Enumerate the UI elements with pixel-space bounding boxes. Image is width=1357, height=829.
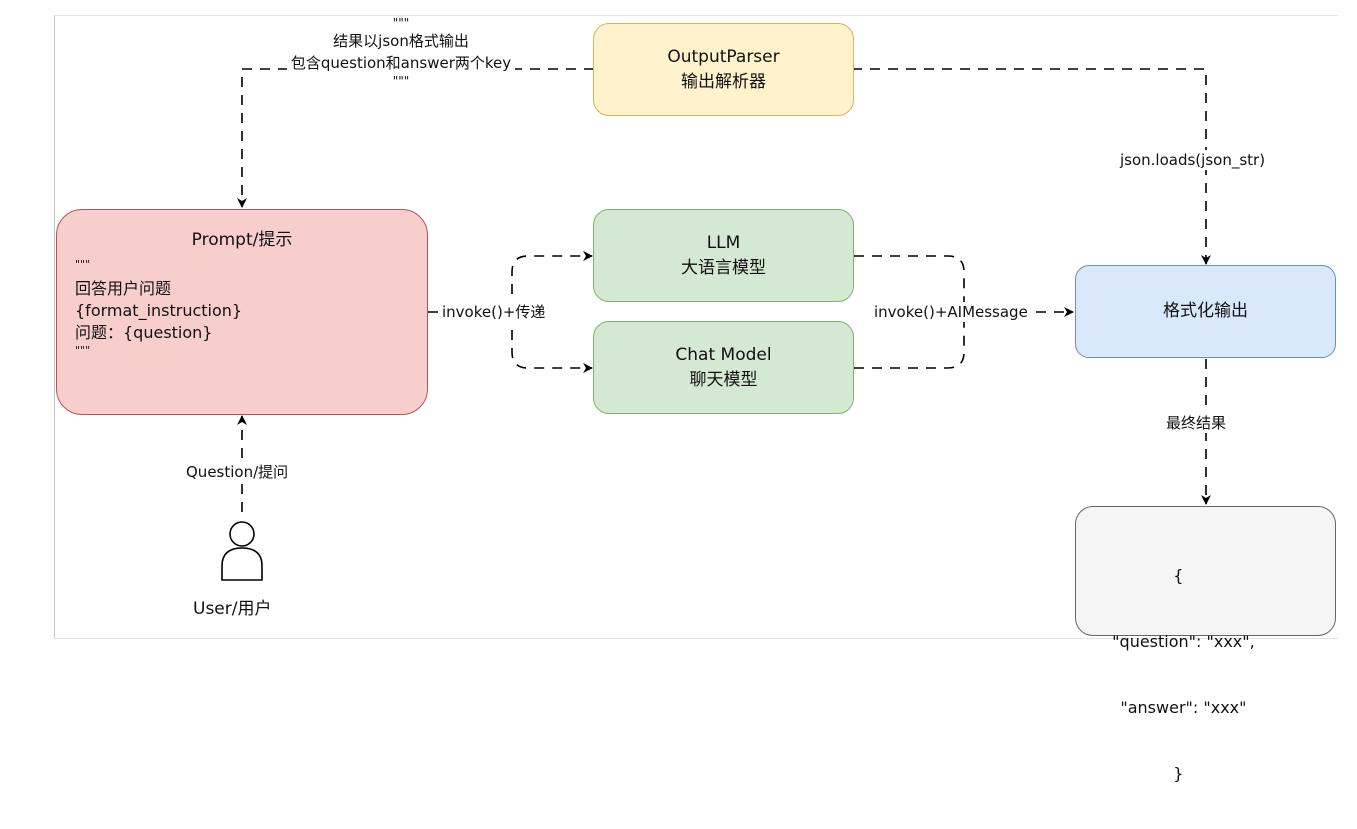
node-chat-model-line1: Chat Model xyxy=(675,344,772,365)
node-output-parser-line2: 输出解析器 xyxy=(681,71,766,92)
node-chat-model-line2: 聊天模型 xyxy=(689,369,758,390)
edge-parser-to-format xyxy=(852,68,1211,265)
user-icon xyxy=(221,521,263,581)
node-format-output[interactable]: 格式化输出 xyxy=(1075,265,1336,358)
node-result[interactable]: { "question": "xxx", "answer": "xxx" } xyxy=(1075,506,1336,783)
edge-label-parser-to-prompt: """ 结果以json格式输出 包含question和answer两个key "… xyxy=(262,16,540,91)
node-chat-model[interactable]: Chat Model 聊天模型 xyxy=(593,321,854,414)
edge-prompt-to-chat xyxy=(511,312,593,373)
edge-prompt-to-llm xyxy=(511,251,593,312)
user-label: User/用户 xyxy=(193,598,272,620)
node-prompt[interactable]: Prompt/提示 """ 回答用户问题 {format_instruction… xyxy=(56,209,428,415)
edge-label-final-result: 最终结果 xyxy=(1164,413,1229,433)
node-llm-line2: 大语言模型 xyxy=(681,257,766,278)
node-llm[interactable]: LLM 大语言模型 xyxy=(593,209,854,302)
edge-label-line: """ xyxy=(392,74,410,88)
node-format-output-label: 格式化输出 xyxy=(1163,301,1248,321)
prompt-line: 问题：{question} xyxy=(75,323,213,342)
node-llm-line1: LLM xyxy=(706,232,741,253)
result-line: } xyxy=(1173,764,1184,783)
edge-label-line: """ xyxy=(392,16,410,30)
edge-label-invoke-pass: invoke()+传递 xyxy=(440,302,548,322)
prompt-line: """ xyxy=(75,344,91,357)
result-line: "answer": "xxx" xyxy=(1110,698,1247,717)
result-line: "question": "xxx", xyxy=(1102,632,1255,651)
node-output-parser[interactable]: OutputParser 输出解析器 xyxy=(593,23,854,116)
edge-label-line: 包含question和answer两个key xyxy=(290,54,512,72)
node-output-parser-line1: OutputParser xyxy=(667,46,780,67)
connector-layer xyxy=(221,68,1211,581)
prompt-line: {format_instruction} xyxy=(75,301,243,320)
result-line: { xyxy=(1173,566,1184,585)
edge-label-invoke-aimessage: invoke()+AIMessage xyxy=(872,302,1030,322)
edge-label-line: 结果以json格式输出 xyxy=(333,32,469,50)
node-result-body: { "question": "xxx", "answer": "xxx" } xyxy=(1102,521,1255,829)
prompt-line: """ xyxy=(75,258,91,271)
node-prompt-title: Prompt/提示 xyxy=(191,230,293,250)
edge-chat-to-format xyxy=(854,312,965,369)
edge-label-json-loads: json.loads(json_str) xyxy=(1118,150,1268,170)
prompt-line: 回答用户问题 xyxy=(75,279,172,298)
edge-label-question: Question/提问 xyxy=(184,462,291,482)
node-prompt-body: """ 回答用户问题 {format_instruction} 问题：{ques… xyxy=(75,258,242,358)
edge-llm-to-format xyxy=(854,255,965,312)
